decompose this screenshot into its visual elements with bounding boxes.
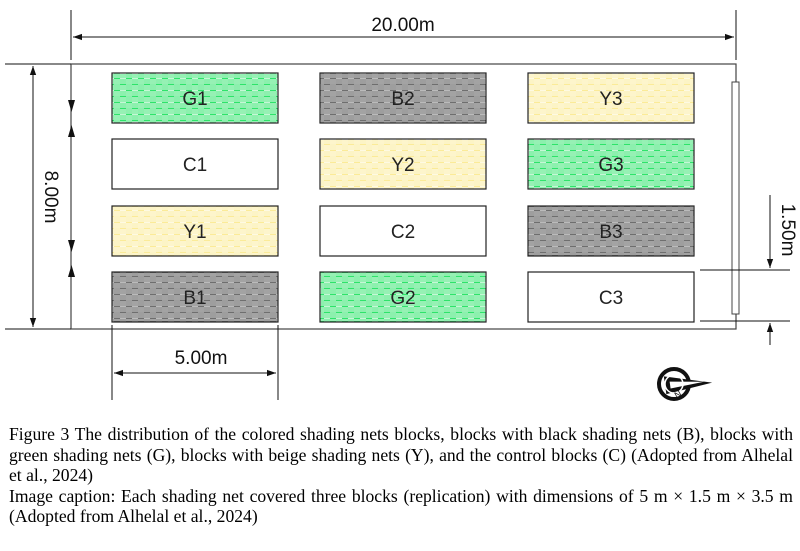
block-b3-rect bbox=[527, 205, 695, 257]
block-b2: B2 bbox=[319, 72, 487, 124]
block-y2: Y2 bbox=[319, 138, 487, 190]
block-c3: C3 bbox=[527, 271, 695, 323]
block-label: Y2 bbox=[391, 155, 414, 176]
block-g3-rect bbox=[527, 138, 695, 190]
height-label: 8.00m bbox=[40, 171, 61, 224]
block-width-dimension: 5.00m bbox=[111, 325, 279, 400]
block-b2-rect bbox=[319, 72, 487, 124]
block-label: C1 bbox=[183, 155, 207, 176]
block-g2: G2 bbox=[319, 271, 487, 323]
block-c3-rect bbox=[527, 271, 695, 323]
block-b3: B3 bbox=[527, 205, 695, 257]
figure-caption: Figure 3 The distribution of the colored… bbox=[9, 424, 793, 527]
block-y1-rect bbox=[111, 205, 279, 257]
block-c2-rect bbox=[319, 205, 487, 257]
block-y3-rect bbox=[527, 72, 695, 124]
block-y2-rect bbox=[319, 138, 487, 190]
spacing-markers bbox=[68, 100, 75, 277]
block-b1-rect bbox=[111, 271, 279, 323]
block-label: Y1 bbox=[183, 222, 206, 243]
figure-caption-text: Figure 3 The distribution of the colored… bbox=[9, 424, 793, 485]
block-b1: B1 bbox=[111, 271, 279, 323]
image-caption-text: Image caption: Each shading net covered … bbox=[9, 485, 793, 527]
block-label: G3 bbox=[598, 155, 623, 176]
block-g2-rect bbox=[319, 271, 487, 323]
block-height-dimension: 1.50m bbox=[700, 195, 798, 345]
block-g1: G1 bbox=[111, 72, 279, 124]
block-g1-rect bbox=[111, 72, 279, 124]
block-label: C2 bbox=[391, 222, 415, 243]
block-height-label: 1.50m bbox=[777, 204, 798, 257]
block-c2: C2 bbox=[319, 205, 487, 257]
compass-letter: N bbox=[673, 388, 684, 400]
width-dimension: 20.00m bbox=[70, 10, 737, 60]
block-label: G2 bbox=[390, 288, 415, 309]
block-label: B1 bbox=[183, 288, 206, 309]
block-label: B2 bbox=[391, 89, 414, 110]
block-g3: G3 bbox=[527, 138, 695, 190]
block-width-label: 5.00m bbox=[175, 348, 228, 369]
side-wall bbox=[731, 81, 740, 315]
block-label: G1 bbox=[182, 89, 207, 110]
block-c1-rect bbox=[111, 138, 279, 190]
width-label: 20.00m bbox=[371, 15, 434, 36]
block-y1: Y1 bbox=[111, 205, 279, 257]
block-label: C3 bbox=[599, 288, 623, 309]
compass-north-icon: N bbox=[657, 367, 713, 401]
block-label: Y3 bbox=[599, 89, 622, 110]
block-c1: C1 bbox=[111, 138, 279, 190]
block-y3: Y3 bbox=[527, 72, 695, 124]
block-label: B3 bbox=[599, 222, 622, 243]
height-dimension: 8.00m bbox=[5, 63, 71, 330]
